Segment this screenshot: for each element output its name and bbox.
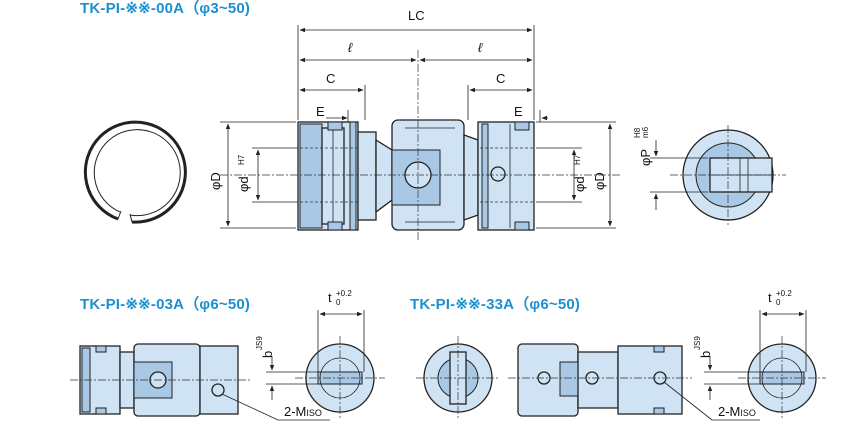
set-screw-icon bbox=[211, 383, 225, 397]
dim-t-tol-lower-33: 0 bbox=[776, 298, 781, 307]
dim-bore-tol-left: H7 bbox=[237, 154, 246, 165]
dim-b-03: b bbox=[260, 351, 275, 358]
snap-ring bbox=[83, 120, 187, 224]
title-variant-33: TK-PI-※※-33A（φ6~50) bbox=[410, 296, 581, 313]
dim-bore-tol-right: H7 bbox=[573, 154, 582, 165]
variant-33-end-view: t +0.2 0 b JS9 bbox=[693, 289, 826, 420]
dim-lc-label: LC bbox=[408, 8, 425, 23]
dim-e-right-label: E bbox=[514, 104, 523, 119]
variant-33-side-view bbox=[508, 343, 692, 417]
dim-p-tol-upper: H8 bbox=[633, 127, 642, 138]
dim-b-tol-33: JS9 bbox=[693, 336, 702, 350]
variant-33-keyed-end-view bbox=[416, 336, 500, 420]
dim-p-tol-lower: m6 bbox=[641, 126, 650, 138]
dim-t-tol-upper-33: +0.2 bbox=[776, 289, 792, 298]
set-screw-hole bbox=[490, 166, 506, 182]
dim-l-right-label: ℓ bbox=[478, 40, 483, 55]
dim-b-33: b bbox=[698, 351, 713, 358]
dim-l-left-label: ℓ bbox=[348, 40, 353, 55]
dim-phi-p: φP bbox=[638, 149, 653, 166]
label-screw-03: 2-MISO bbox=[284, 404, 322, 419]
dim-c-right-label: C bbox=[496, 71, 505, 86]
label-screw-33: 2-MISO bbox=[718, 404, 756, 419]
dim-t-03: t bbox=[328, 290, 332, 305]
dim-b-tol-03: JS9 bbox=[255, 336, 264, 350]
variant-03-side-view bbox=[70, 343, 250, 417]
dim-t-tol-lower-03: 0 bbox=[336, 298, 341, 307]
dim-phi-d-bore-left: φd bbox=[236, 176, 251, 192]
dim-phi-d-outer-right: φD bbox=[592, 172, 607, 190]
dim-t-tol-upper-03: +0.2 bbox=[336, 289, 352, 298]
dim-e-left-label: E bbox=[316, 104, 325, 119]
dim-c-left-label: C bbox=[326, 71, 335, 86]
variant-03-end-view: t +0.2 0 b JS9 bbox=[255, 289, 385, 420]
dim-phi-d-bore-right: φd bbox=[572, 176, 587, 192]
end-view-keyed: φP H8 m6 bbox=[633, 125, 786, 225]
dim-t-33: t bbox=[768, 290, 772, 305]
dim-phi-d-outer-left: φD bbox=[208, 172, 223, 190]
title-main: TK-PI-※※-00A（φ3~50) bbox=[80, 0, 251, 17]
title-variant-03: TK-PI-※※-03A（φ6~50) bbox=[80, 296, 251, 313]
